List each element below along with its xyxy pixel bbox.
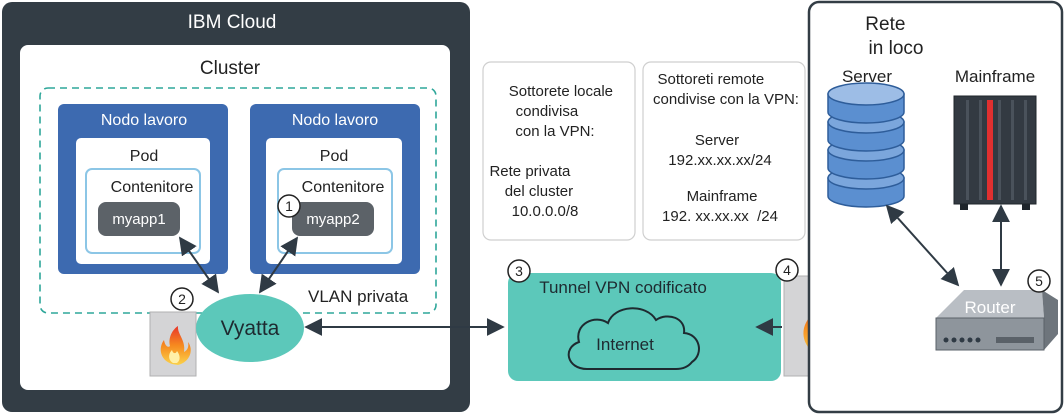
arrow-myapp2-vyatta (258, 236, 299, 294)
myapp1-label: myapp1 (112, 211, 165, 228)
worker-node-label: Nodo lavoro (292, 112, 378, 129)
svg-text:5: 5 (1035, 273, 1043, 289)
local-network-line: Rete privata (489, 163, 571, 180)
step-badge-2: 2 (170, 287, 194, 311)
myapp2-label: myapp2 (306, 211, 359, 228)
remote-subnet-line: Sottoreti remote (658, 71, 765, 88)
worker-node-label: Nodo lavoro (101, 112, 187, 129)
myapp1-box (98, 202, 180, 236)
step-badge-1: 1 (277, 194, 301, 218)
database-icon (827, 82, 905, 208)
remote-server-ip: 192.xx.xx.xx/24 (668, 152, 771, 169)
internet-cloud-icon (567, 307, 700, 370)
ibm-cloud-title: IBM Cloud (188, 12, 277, 33)
arrow-server-router (885, 204, 960, 287)
internet-label: Internet (596, 335, 654, 354)
svg-text:Sottorete locale condivi: Sottorete locale condivisa con la VPN: (509, 83, 617, 140)
mainframe-icon (953, 95, 1037, 210)
remote-mainframe-ip: 192. xx.xx.xx /24 (662, 208, 778, 225)
pod-label: Pod (130, 148, 158, 165)
container-label: Contenitore (111, 179, 194, 196)
vyatta-firewall (149, 311, 197, 377)
local-subnet-line: con la VPN: (515, 123, 594, 140)
local-subnet-box: Sottorete locale condivisa con la VPN: R… (482, 61, 636, 241)
arrow-myapp1-vyatta (178, 236, 220, 294)
remote-server-label: Server (695, 132, 739, 149)
remote-subnet-line: condivise con la VPN: (653, 91, 799, 108)
container-label: Contenitore (302, 179, 385, 196)
mainframe-label: Mainframe (955, 67, 1035, 86)
svg-text:2: 2 (178, 291, 186, 307)
flame-icon (160, 326, 191, 365)
step-badge-4: 4 (775, 258, 799, 282)
step-badge-5: 5 (1027, 269, 1051, 293)
step-badge-3: 3 (507, 259, 531, 283)
pod-label: Pod (320, 148, 348, 165)
local-subnet-line: Sottorete locale (509, 83, 613, 100)
local-network-line: 10.0.0.0/8 (512, 203, 579, 220)
vyatta-gateway: Vyatta (196, 294, 304, 362)
cluster-title: Cluster (200, 58, 261, 79)
tunnel-label: Tunnel VPN codificato (539, 278, 707, 297)
on-prem-title: Rete in loco (865, 14, 923, 59)
svg-text:Rete privata del cluster: Rete privata del cluster 10.0.0.0/8 (489, 163, 578, 220)
local-network-line: del cluster (505, 183, 573, 200)
worker-node-2: Nodo lavoro Pod Contenitore myapp2 (250, 104, 420, 274)
vlan-label: VLAN privata (308, 287, 409, 306)
router-icon: Router (935, 290, 1058, 351)
remote-mainframe-label: Mainframe (687, 188, 758, 205)
svg-text:Sottoreti remote condivi: Sottoreti remote condivise con la VPN: (653, 71, 799, 108)
svg-text:4: 4 (783, 262, 791, 278)
server-label: Server (842, 67, 892, 86)
remote-subnet-box: Sottoreti remote condivise con la VPN: S… (642, 61, 806, 241)
svg-text:3: 3 (515, 263, 523, 279)
myapp2-box (292, 202, 374, 236)
worker-node-1: Nodo lavoro Pod Contenitore myapp1 (58, 104, 228, 274)
router-label: Router (964, 298, 1015, 317)
local-subnet-line: condivisa (516, 103, 579, 120)
vyatta-label: Vyatta (221, 317, 280, 340)
svg-text:1: 1 (285, 198, 293, 214)
vpn-tunnel: Tunnel VPN codificato Internet (508, 273, 781, 381)
vlan-dashed-boundary (39, 87, 437, 314)
